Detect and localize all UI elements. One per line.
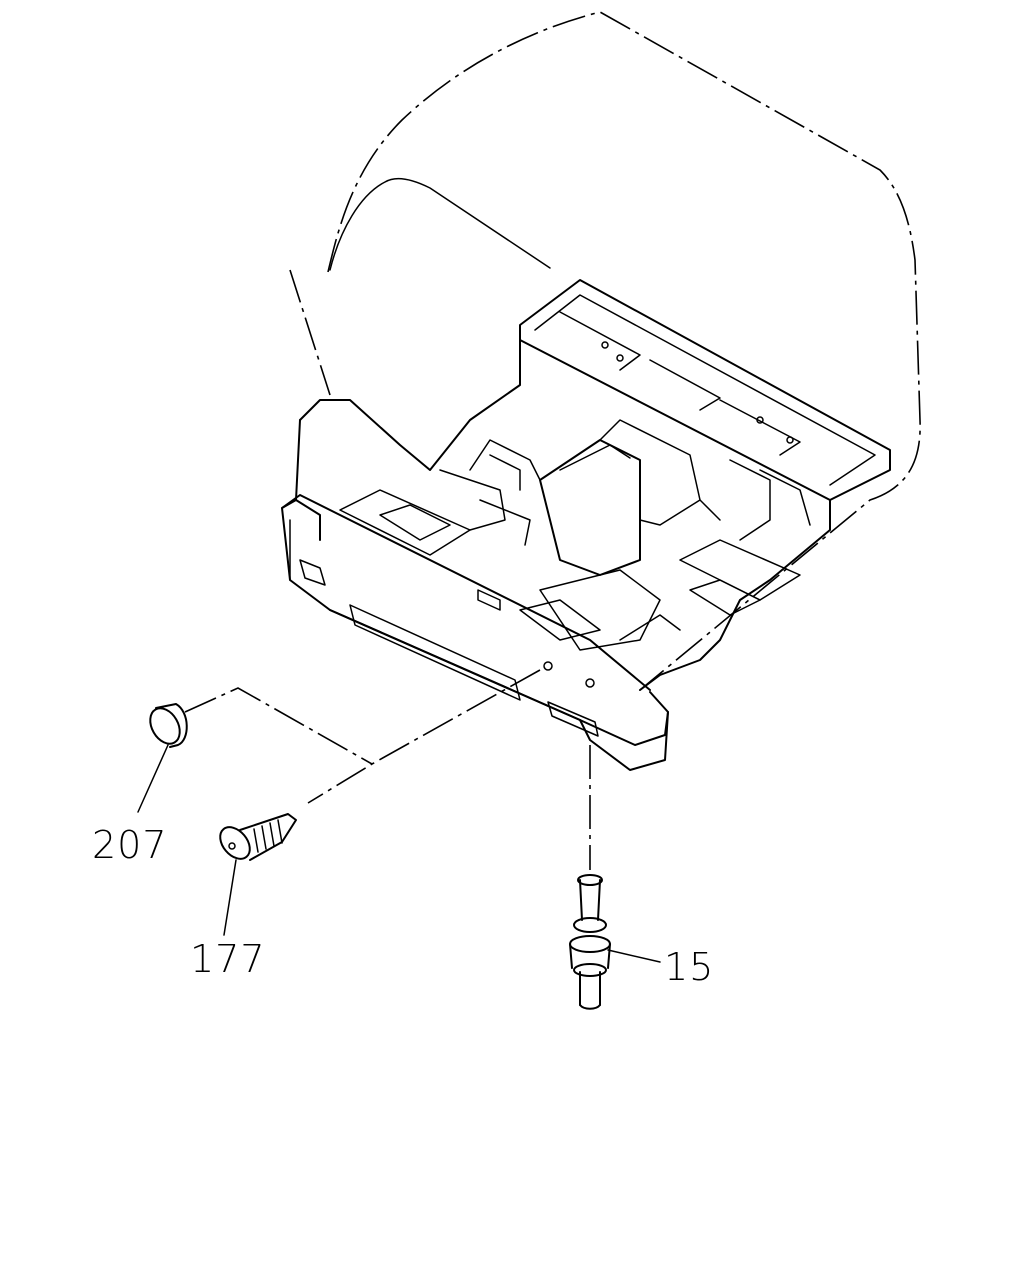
callout-label-207: 207 bbox=[92, 823, 168, 867]
floor-panel-assembly bbox=[281, 279, 891, 771]
stud-bolt-part-15[interactable] bbox=[569, 874, 661, 1010]
clip-part-177[interactable] bbox=[214, 813, 297, 936]
callout-label-177: 177 bbox=[190, 937, 266, 981]
callout-label-15: 15 bbox=[664, 945, 714, 989]
cab-phantom-outline bbox=[289, 11, 921, 691]
assembly-leader-lines bbox=[184, 669, 591, 870]
plug-part-207[interactable] bbox=[137, 703, 188, 813]
